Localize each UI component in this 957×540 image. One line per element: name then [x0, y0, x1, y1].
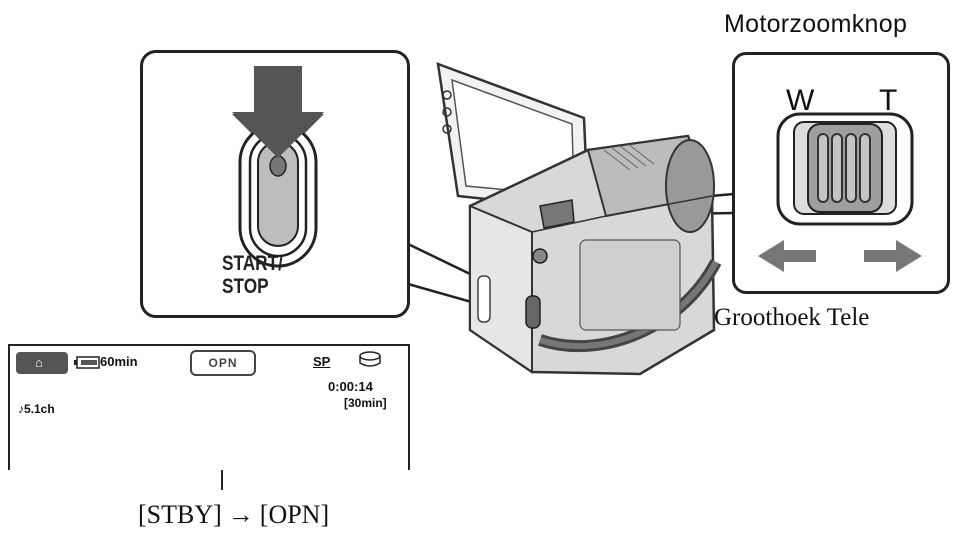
- start-stop-line1: START/: [222, 252, 283, 275]
- battery-icon: [74, 356, 100, 369]
- recording-counter: 0:00:14: [328, 379, 373, 394]
- status-badge: OPN: [190, 350, 256, 376]
- home-button[interactable]: [16, 352, 68, 374]
- zoom-callout-art: [758, 112, 922, 272]
- zoom-direction-caption: Groothoek Tele: [714, 304, 870, 331]
- start-stop-callout-art: [232, 66, 324, 268]
- hdd-icon: [359, 351, 381, 367]
- audio-mode: ♪5.1ch: [18, 402, 55, 416]
- home-icon: ⌂: [35, 355, 43, 370]
- lcd-screen-frame: [8, 344, 410, 470]
- recording-mode: SP: [313, 354, 331, 369]
- start-stop-label: START/ STOP: [222, 252, 283, 298]
- arrow-right-icon: →: [227, 500, 254, 529]
- zoom-lever-title: Motorzoomknop: [724, 10, 908, 38]
- state-change-caption: [STBY]→[OPN]: [138, 500, 329, 530]
- wide-direction-arrow-icon: [758, 240, 816, 272]
- start-stop-line2: STOP: [222, 275, 269, 298]
- battery-remaining: 60min: [100, 354, 138, 369]
- tele-direction-arrow-icon: [864, 240, 922, 272]
- remaining-time: [30min]: [344, 396, 387, 410]
- state-to: [OPN]: [259, 500, 330, 529]
- state-from: [STBY]: [138, 500, 222, 529]
- zoom-tele-label: T: [879, 84, 898, 117]
- zoom-wide-label: W: [786, 84, 815, 117]
- camcorder-illustration: [436, 62, 722, 376]
